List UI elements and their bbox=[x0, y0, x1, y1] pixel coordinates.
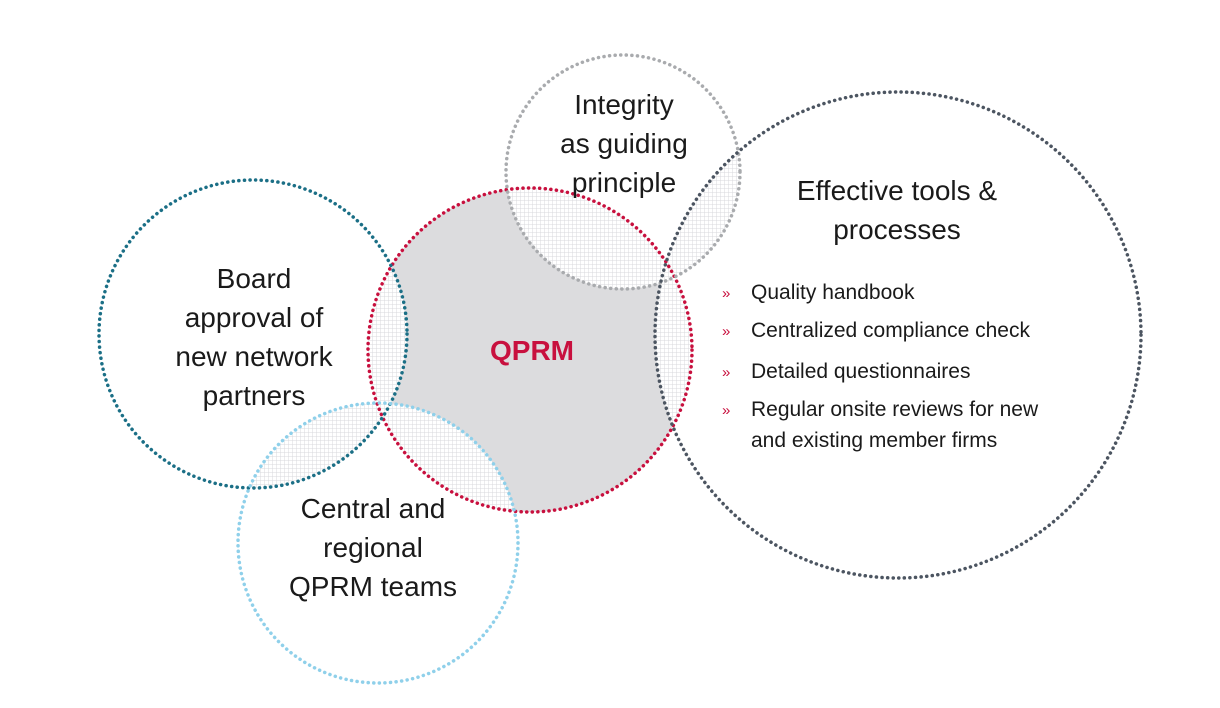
teams-line-3: QPRM teams bbox=[289, 571, 457, 602]
board-approval-circle bbox=[97, 178, 409, 490]
qprm-center-circle bbox=[366, 186, 694, 514]
teams-line-2: regional bbox=[323, 532, 423, 563]
qprm-center-label: QPRM bbox=[490, 335, 574, 366]
board-line-1: Board bbox=[217, 263, 292, 294]
bullet-text: Regular onsite reviews for new bbox=[751, 398, 1039, 421]
bullet-text: Centralized compliance check bbox=[751, 319, 1030, 342]
overlap-board-teams bbox=[238, 403, 407, 488]
bullet-marker: » bbox=[722, 323, 730, 340]
overlap-teams-center bbox=[368, 403, 518, 512]
bullet-marker: » bbox=[722, 285, 730, 302]
bullet-item: » Detailed questionnaires bbox=[722, 360, 970, 383]
bullet-item: » Quality handbook bbox=[722, 281, 915, 304]
bullet-marker: » bbox=[722, 364, 730, 381]
integrity-label: Integrity as guiding principle bbox=[560, 89, 688, 198]
integrity-line-3: principle bbox=[572, 167, 676, 198]
integrity-line-2: as guiding bbox=[560, 128, 688, 159]
integrity-line-1: Integrity bbox=[574, 89, 674, 120]
tools-title-line-2: processes bbox=[833, 214, 961, 245]
tools-title-line-1: Effective tools & bbox=[797, 175, 998, 206]
integrity-circle bbox=[504, 53, 742, 291]
board-line-3: new network bbox=[175, 341, 333, 372]
tools-title: Effective tools & processes bbox=[797, 175, 998, 245]
bullet-text-continued: and existing member firms bbox=[751, 429, 997, 452]
qprm-teams-circle bbox=[236, 401, 520, 685]
tools-processes-circle bbox=[653, 90, 1143, 580]
bullet-item: » Centralized compliance check bbox=[722, 319, 1030, 342]
board-label: Board approval of new network partners bbox=[175, 263, 333, 411]
tools-bullet-list: » Quality handbook » Centralized complia… bbox=[722, 281, 1039, 452]
board-line-2: approval of bbox=[185, 302, 324, 333]
bullet-marker: » bbox=[722, 402, 730, 419]
board-line-4: partners bbox=[203, 380, 306, 411]
bullet-text: Quality handbook bbox=[751, 281, 915, 304]
bullet-text: Detailed questionnaires bbox=[751, 360, 970, 383]
bullet-item: » Regular onsite reviews for new and exi… bbox=[722, 398, 1039, 452]
teams-label: Central and regional QPRM teams bbox=[289, 493, 457, 602]
teams-line-1: Central and bbox=[301, 493, 446, 524]
